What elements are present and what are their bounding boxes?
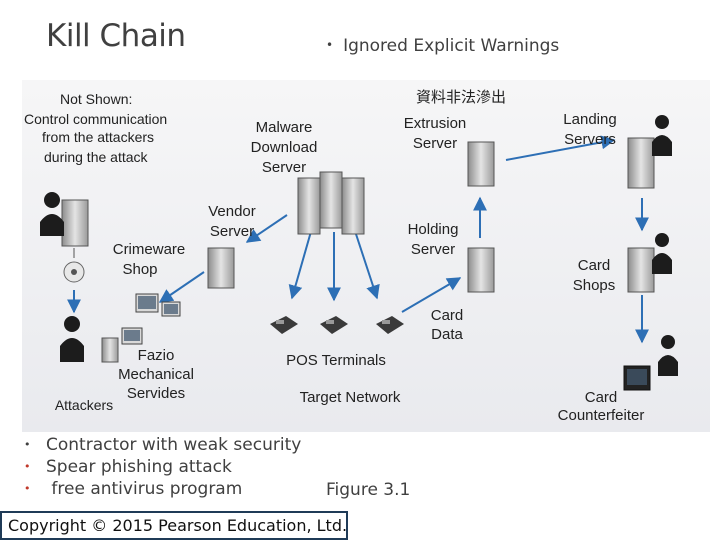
cd-icon xyxy=(63,261,85,283)
server-icon xyxy=(467,247,495,293)
svg-text:Servides: Servides xyxy=(127,385,185,402)
arrow-malware-to-pos-1 xyxy=(288,227,313,300)
hacker-icon xyxy=(40,192,64,236)
svg-text:during the attack: during the attack xyxy=(44,149,149,165)
pos-terminal-icon xyxy=(376,316,404,334)
svg-text:from the attackers: from the attackers xyxy=(42,129,154,145)
svg-text:Download: Download xyxy=(251,139,318,156)
holding-server-label: Holding Server xyxy=(408,221,459,258)
server-icon xyxy=(61,199,89,247)
svg-text:Fazio: Fazio xyxy=(138,347,175,364)
cjk-label: 資料非法滲出 xyxy=(416,89,506,106)
server-icon xyxy=(207,247,235,289)
svg-text:Servers: Servers xyxy=(564,131,616,148)
svg-text:Not Shown:: Not Shown: xyxy=(60,91,132,107)
not-shown-note: Not Shown: Control communication from th… xyxy=(24,91,167,165)
svg-text:Counterfeiter: Counterfeiter xyxy=(558,407,645,424)
hacker-icon xyxy=(652,233,672,274)
bullet-dot-icon: • xyxy=(24,438,31,451)
svg-text:Control communication: Control communication xyxy=(24,111,167,127)
hacker-icon xyxy=(652,115,672,156)
svg-text:Crimeware: Crimeware xyxy=(113,241,186,258)
arrow-malware-to-vendor xyxy=(245,214,288,243)
flow-arrows xyxy=(67,135,649,344)
vendor-server-label: Vendor Server xyxy=(208,203,256,240)
pos-terminals-label: POS Terminals xyxy=(286,352,386,369)
list-item: •Contractor with weak security xyxy=(24,435,302,455)
copyright-box: Copyright © 2015 Pearson Education, Ltd. xyxy=(0,511,348,540)
hacker-icon xyxy=(60,316,84,362)
fazio-label: Fazio Mechanical Servides xyxy=(118,347,194,402)
server-icon xyxy=(297,171,365,235)
bullet-dot-icon: • xyxy=(326,38,334,52)
workstation-icon xyxy=(623,365,651,391)
server-icon xyxy=(467,141,495,187)
extrusion-server-label: Extrusion Server xyxy=(404,115,467,152)
bullet-dot-icon: • xyxy=(24,482,31,495)
svg-text:Shops: Shops xyxy=(573,277,616,294)
top-bullet: • Ignored Explicit Warnings xyxy=(326,36,559,56)
pos-terminal-icon xyxy=(320,316,348,334)
kill-chain-diagram: 資料非法滲出 Not Shown: Control communication … xyxy=(22,80,710,432)
svg-text:Vendor: Vendor xyxy=(208,203,256,220)
workstation-icon xyxy=(101,293,181,363)
svg-text:Card: Card xyxy=(585,389,618,406)
landing-servers-label: Landing Servers xyxy=(563,111,616,148)
bullet-dot-icon: • xyxy=(24,460,31,473)
slide-title: Kill Chain xyxy=(46,18,186,54)
list-item: • free antivirus program xyxy=(24,479,243,499)
card-counterfeiter-label: Card Counterfeiter xyxy=(558,389,645,424)
list-item: •Spear phishing attack xyxy=(24,457,232,477)
svg-text:Shop: Shop xyxy=(122,261,157,278)
svg-text:Extrusion: Extrusion xyxy=(404,115,467,132)
crimeware-shop-label: Crimeware Shop xyxy=(113,241,186,278)
svg-text:Card: Card xyxy=(431,307,464,324)
pos-terminal-icon xyxy=(270,316,298,334)
svg-text:Mechanical: Mechanical xyxy=(118,366,194,383)
svg-text:Server: Server xyxy=(413,135,457,152)
arrow-pos-to-holding xyxy=(401,277,462,313)
bullet-list: •Contractor with weak security •Spear ph… xyxy=(24,434,301,500)
server-icon xyxy=(627,137,655,189)
arrow-extrusion-to-landing xyxy=(505,135,616,161)
svg-text:Card: Card xyxy=(578,257,611,274)
svg-text:Data: Data xyxy=(431,326,463,343)
svg-text:Landing: Landing xyxy=(563,111,616,128)
svg-text:Malware: Malware xyxy=(256,119,313,136)
figure-background xyxy=(22,80,710,432)
target-network-label: Target Network xyxy=(300,389,401,406)
card-data-label: Card Data xyxy=(431,307,464,343)
hacker-icon xyxy=(658,335,678,376)
svg-text:Holding: Holding xyxy=(408,221,459,238)
svg-text:Server: Server xyxy=(411,241,455,258)
svg-text:Server: Server xyxy=(262,159,306,176)
malware-server-label: Malware Download Server xyxy=(251,119,318,176)
server-icon xyxy=(627,247,655,293)
top-bullet-text: Ignored Explicit Warnings xyxy=(343,36,560,56)
arrow-malware-to-pos-3 xyxy=(353,227,380,300)
card-shops-label: Card Shops xyxy=(573,257,616,294)
svg-text:Server: Server xyxy=(210,223,254,240)
arrow-vendor-to-fazio xyxy=(158,271,205,303)
attackers-label: Attackers xyxy=(55,397,113,413)
figure-caption: Figure 3.1 xyxy=(326,480,411,500)
